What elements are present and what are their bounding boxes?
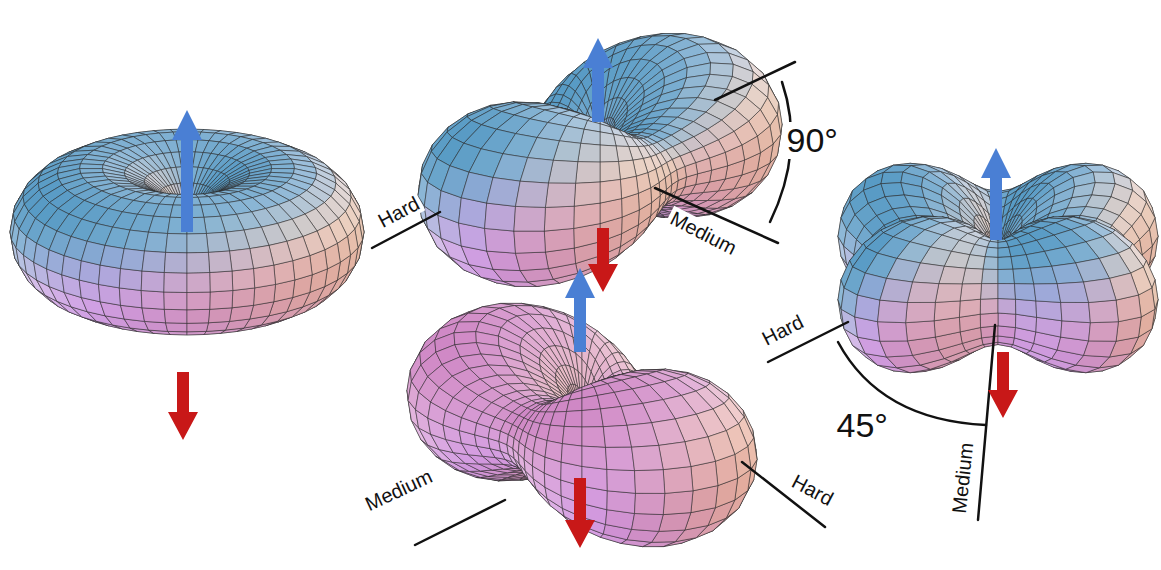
figure: Hard90°MediumMediumHard45°MediumHard xyxy=(0,0,1161,570)
